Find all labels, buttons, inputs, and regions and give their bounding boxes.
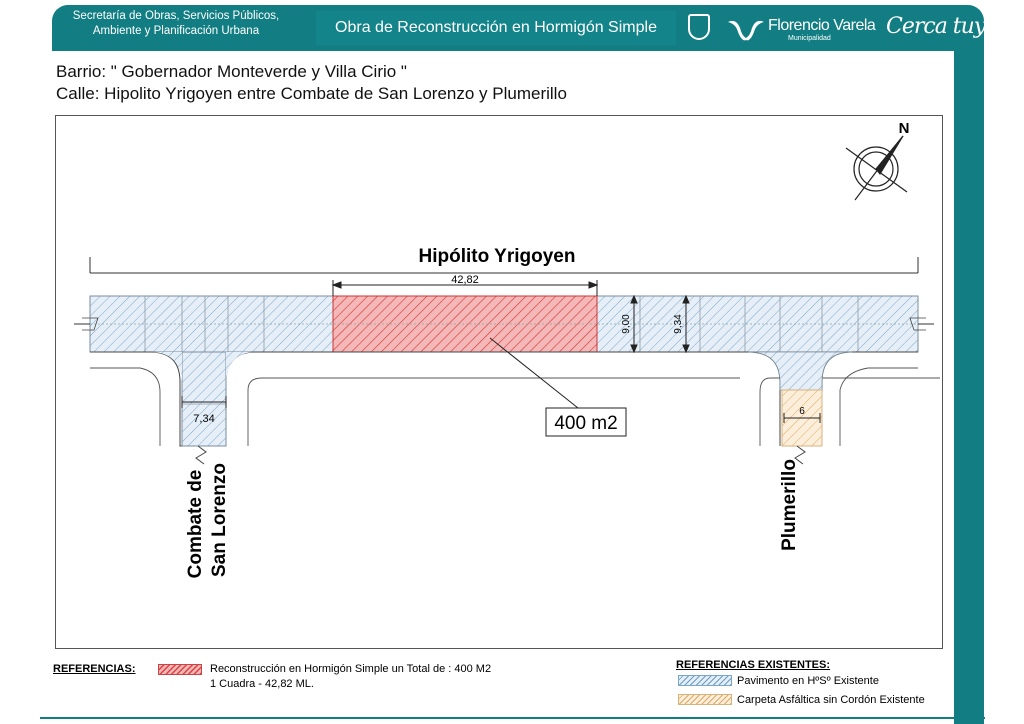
plan-frame	[55, 115, 943, 649]
left-sidewalk-outline-a	[90, 367, 161, 446]
right-street-width-label: 6	[799, 406, 805, 417]
references-title: REFERENCIAS:	[53, 663, 136, 675]
asphalt-label: Carpeta Asfáltica sin Cordón Existente	[737, 694, 925, 706]
break-mark-left	[82, 317, 99, 331]
barrio-label: Barrio: " Gobernador Monteverde y Villa …	[56, 62, 407, 81]
existing-references-title: REFERENCIAS EXISTENTES:	[676, 659, 831, 671]
north-label: N	[899, 120, 910, 137]
department-name: Secretaría de Obras, Servicios Públicos,…	[52, 9, 300, 39]
block-sidewalk-outline	[247, 377, 740, 446]
right-street-name: Plumerillo	[779, 459, 800, 551]
left-street-name-line1: Combate de	[185, 470, 206, 579]
reconstruction-length: 1 Cuadra - 42,82 ML.	[210, 678, 314, 690]
existing-pavement-left-street	[181, 351, 227, 447]
right-street-break	[794, 445, 806, 465]
right-sidewalk-outline-a	[759, 377, 940, 446]
right-corner-pavement	[747, 351, 853, 391]
asphalt-swatch	[678, 694, 732, 705]
right-sidewalk-outline-b	[839, 367, 918, 446]
main-street-name: Hipólito Yrigoyen	[419, 246, 576, 267]
existing-concrete-swatch	[678, 675, 732, 686]
document-title: Obra de Reconstrucción en Hormigón Simpl…	[316, 11, 676, 45]
area-leader-line	[489, 337, 579, 409]
width-label-1: 9,00	[621, 314, 632, 334]
width-dimension-2	[682, 294, 690, 354]
length-dimension	[331, 280, 599, 296]
length-dimension-label: 42,82	[451, 274, 479, 286]
break-mark-right	[909, 317, 926, 331]
left-corner-fill-b	[226, 352, 256, 382]
municipality-name: Florencio Varela	[768, 17, 876, 34]
north-arrow-icon	[845, 135, 908, 201]
calle-label: Calle: Hipolito Yrigoyen entre Combate d…	[56, 84, 567, 103]
reconstruction-swatch	[158, 664, 202, 675]
area-callout-box	[545, 407, 627, 437]
slab-joints	[144, 296, 859, 352]
reconstruction-total: Reconstrucción en Hormigón Simple un Tot…	[210, 663, 492, 675]
florencio-varela-logo-icon	[728, 20, 764, 41]
right-sidebar-band	[954, 51, 984, 724]
width-label-2: 9,34	[673, 314, 684, 334]
left-street-dimension	[181, 396, 227, 408]
width-dimension-1	[630, 294, 638, 354]
footer-rule	[40, 717, 985, 719]
area-label: 400 m2	[554, 413, 617, 434]
left-street-width-label: 7,34	[193, 413, 214, 425]
municipal-shield-icon	[688, 14, 710, 40]
department-line-2: Ambiente y Planificación Urbana	[92, 25, 260, 37]
left-street-break	[195, 445, 207, 465]
department-line-1: Secretaría de Obras, Servicios Públicos,	[72, 10, 280, 22]
reconstruction-area	[332, 295, 598, 353]
existing-concrete-label: Pavimento en HºSº Existente	[737, 675, 879, 687]
left-street-name-line2: San Lorenzo	[209, 463, 230, 577]
left-corner-fill-a	[150, 352, 182, 382]
right-street-dimension	[783, 413, 821, 423]
municipality-subtitle: Municipalidad	[788, 35, 831, 42]
slogan: Cerca tuyo.	[886, 14, 1004, 39]
